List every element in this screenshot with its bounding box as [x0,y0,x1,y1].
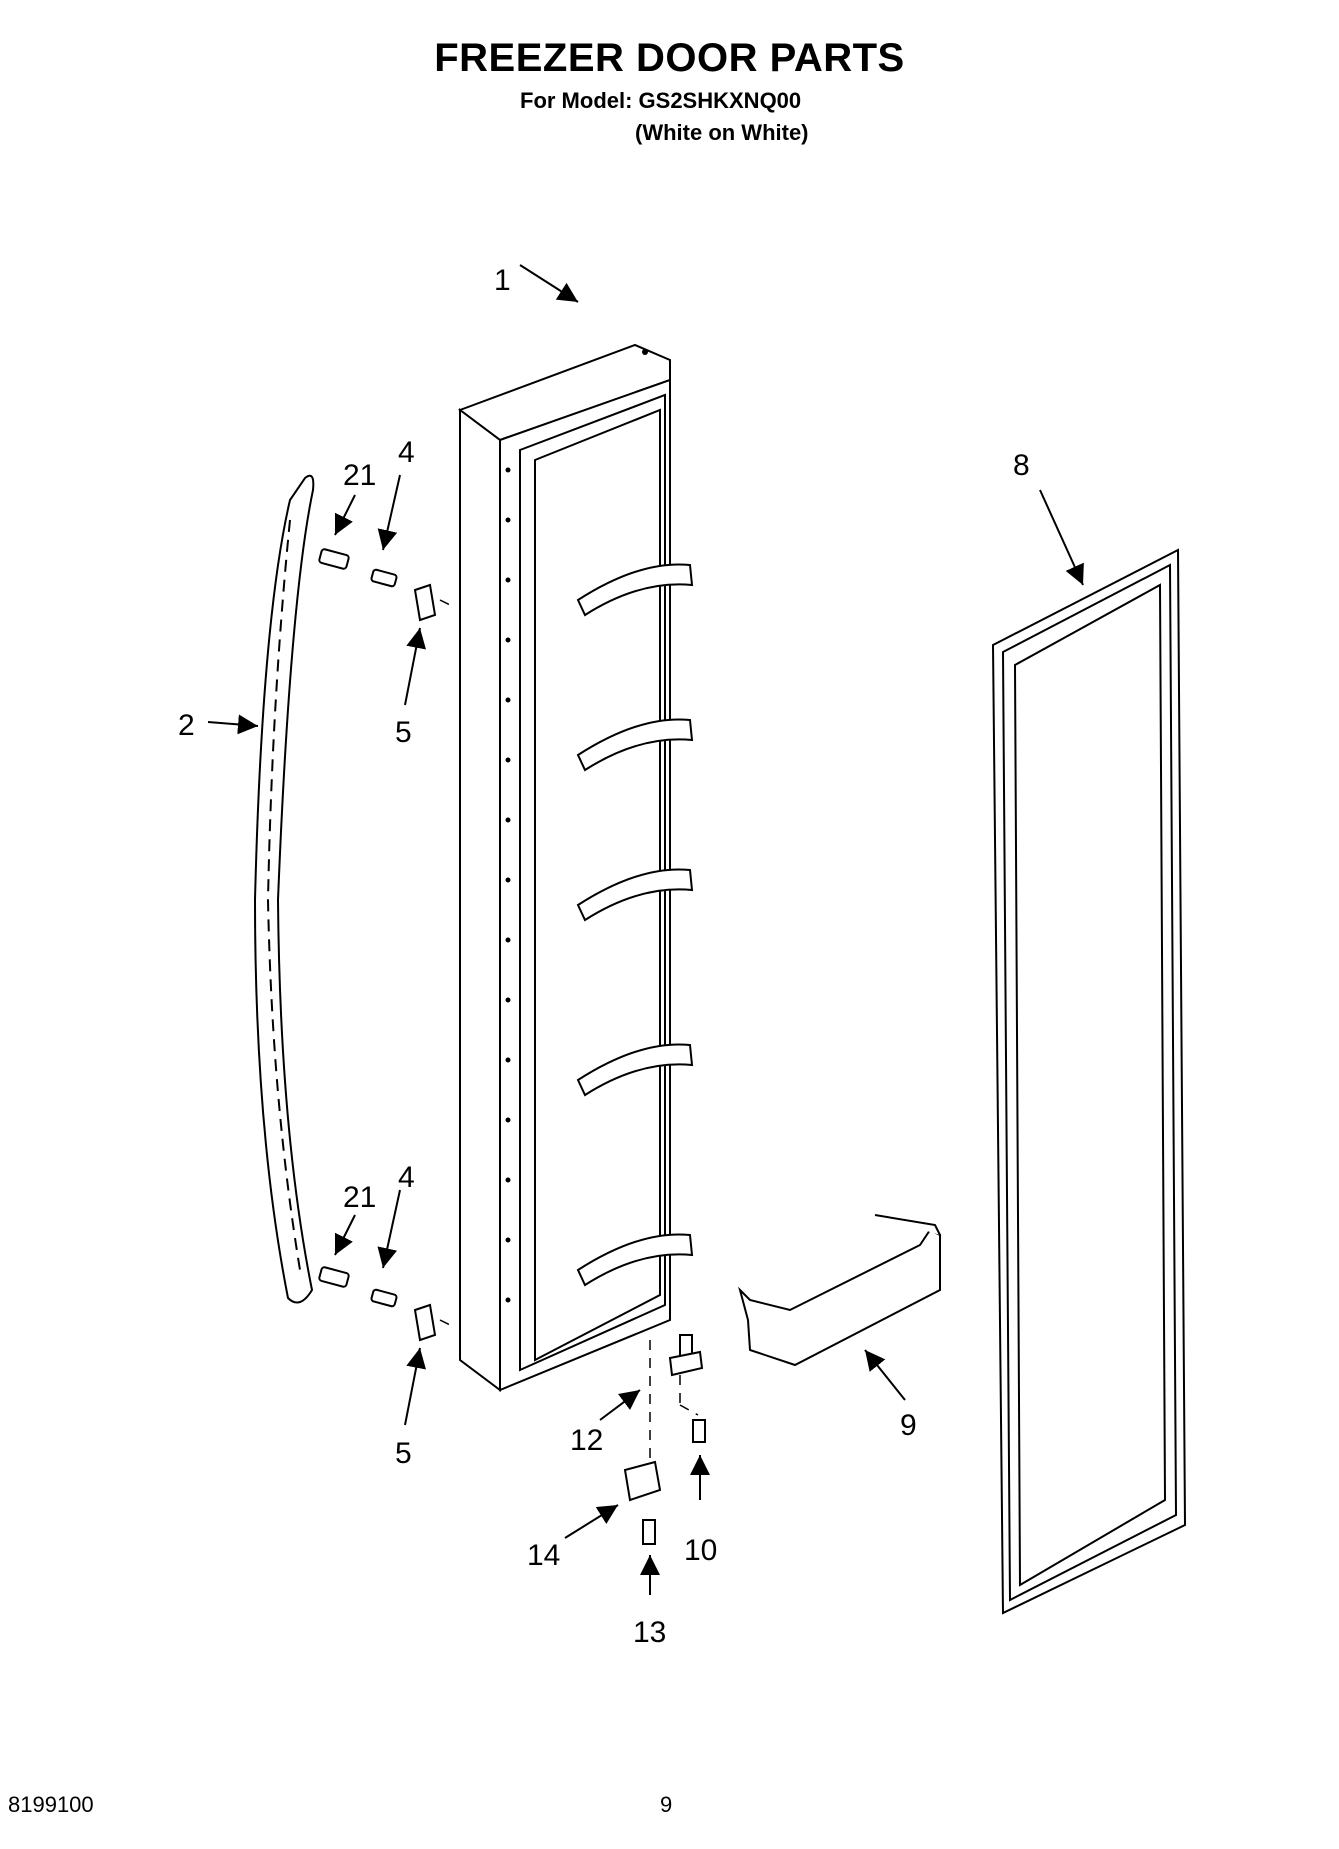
part-number: 8199100 [8,1792,94,1817]
callout-10: 10 [684,1534,717,1567]
callout-8: 8 [1013,449,1030,482]
door-bin [738,1214,941,1367]
leader-arrows [207,264,1084,1595]
color-line: (White on White) [635,120,809,145]
callout-4-lower: 4 [398,1161,415,1194]
callout-9: 9 [900,1409,917,1442]
callout-1: 1 [494,264,511,297]
callout-21-lower: 21 [343,1181,376,1214]
callout-2: 2 [178,709,195,742]
callout-4-upper: 4 [398,436,415,469]
page-title: FREEZER DOOR PARTS [434,36,905,80]
assembly-lines [439,599,699,1460]
model-line: For Model: GS2SHKXNQ00 [520,88,802,113]
freezer-door [457,343,694,1392]
callout-5-upper: 5 [395,716,412,749]
callout-21-upper: 21 [343,459,376,492]
callout-14: 14 [527,1539,560,1572]
hardware [318,548,706,1545]
callout-5-lower: 5 [395,1437,412,1470]
page-number: 9 [660,1792,673,1817]
callout-13: 13 [633,1616,666,1649]
door-gasket [991,548,1187,1615]
callout-12: 12 [570,1424,603,1457]
door-handle [253,474,315,1304]
